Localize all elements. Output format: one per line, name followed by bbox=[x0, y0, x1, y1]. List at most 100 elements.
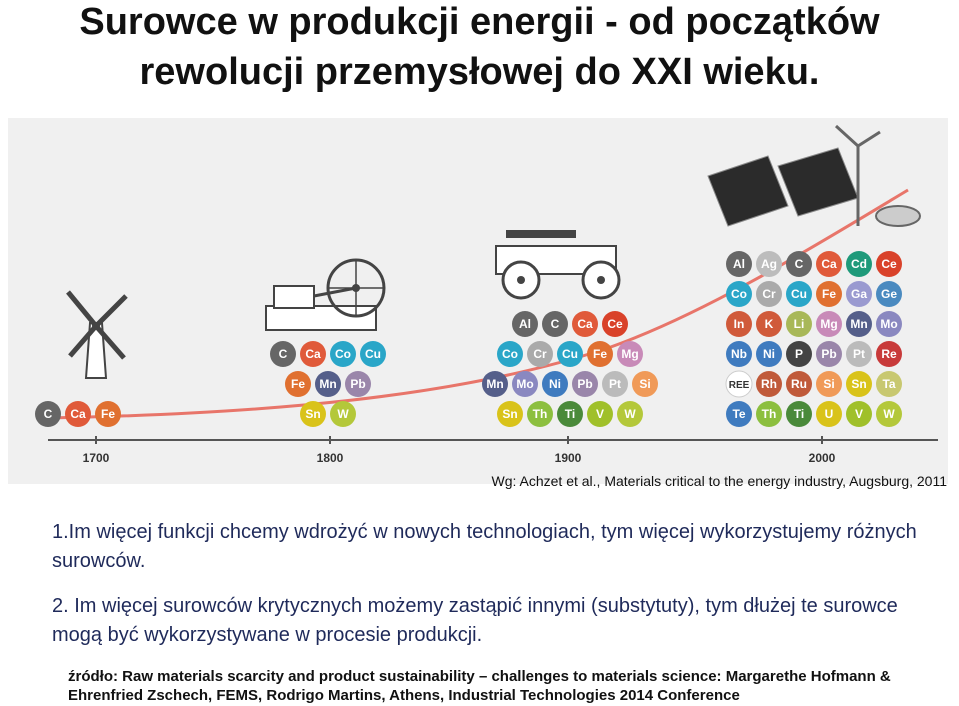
element-symbol: Cu bbox=[365, 347, 381, 361]
element-ca: Ca bbox=[65, 401, 91, 427]
element-symbol: Pb bbox=[577, 377, 592, 391]
element-symbol: Cr bbox=[533, 347, 547, 361]
element-symbol: Ga bbox=[851, 287, 867, 301]
element-ce: Ce bbox=[602, 311, 628, 337]
element-symbol: Sn bbox=[851, 377, 866, 391]
element-symbol: Cr bbox=[762, 287, 776, 301]
element-ru: Ru bbox=[786, 371, 812, 397]
element-sn: Sn bbox=[497, 401, 523, 427]
element-symbol: C bbox=[551, 317, 560, 331]
element-cr: Cr bbox=[527, 341, 553, 367]
element-symbol: K bbox=[765, 317, 774, 331]
element-symbol: Fe bbox=[101, 407, 115, 421]
element-cu: Cu bbox=[557, 341, 583, 367]
element-symbol: Fe bbox=[291, 377, 305, 391]
element-th: Th bbox=[527, 401, 553, 427]
element-symbol: W bbox=[624, 407, 636, 421]
element-mg: Mg bbox=[816, 311, 842, 337]
source-note: Wg: Achzet et al., Materials critical to… bbox=[491, 473, 948, 489]
element-w: W bbox=[330, 401, 356, 427]
element-c: C bbox=[786, 251, 812, 277]
element-symbol: Mn bbox=[486, 377, 503, 391]
element-symbol: Ni bbox=[549, 377, 561, 391]
element-co: Co bbox=[330, 341, 356, 367]
element-symbol: Al bbox=[519, 317, 531, 331]
element-symbol: Si bbox=[823, 377, 834, 391]
element-si: Si bbox=[816, 371, 842, 397]
point-2: 2. Im więcej surowców krytycznych możemy… bbox=[52, 595, 898, 646]
element-fe: Fe bbox=[816, 281, 842, 307]
element-symbol: Fe bbox=[593, 347, 607, 361]
element-sn: Sn bbox=[300, 401, 326, 427]
element-symbol: Te bbox=[732, 407, 745, 421]
element-li: Li bbox=[786, 311, 812, 337]
element-symbol: Mg bbox=[621, 347, 638, 361]
year-label-1800: 1800 bbox=[317, 451, 344, 465]
element-p: P bbox=[786, 341, 812, 367]
element-mg: Mg bbox=[617, 341, 643, 367]
element-mo: Mo bbox=[876, 311, 902, 337]
element-ca: Ca bbox=[816, 251, 842, 277]
element-ga: Ga bbox=[846, 281, 872, 307]
element-symbol: Cu bbox=[562, 347, 578, 361]
element-symbol: C bbox=[795, 257, 804, 271]
element-symbol: Th bbox=[762, 407, 777, 421]
element-co: Co bbox=[726, 281, 752, 307]
element-pb: Pb bbox=[816, 341, 842, 367]
element-symbol: Co bbox=[335, 347, 351, 361]
element-symbol: Mo bbox=[880, 317, 897, 331]
element-c: C bbox=[35, 401, 61, 427]
element-symbol: Ca bbox=[70, 407, 86, 421]
element-symbol: Ge bbox=[881, 287, 897, 301]
element-fe: Fe bbox=[587, 341, 613, 367]
reference-line2: Ehrenfried Zschech, FEMS, Rodrigo Martin… bbox=[68, 687, 740, 704]
element-mn: Mn bbox=[315, 371, 341, 397]
element-ca: Ca bbox=[300, 341, 326, 367]
element-cr: Cr bbox=[756, 281, 782, 307]
element-ti: Ti bbox=[786, 401, 812, 427]
reference-line1: źródło: Raw materials scarcity and produ… bbox=[68, 668, 891, 685]
element-symbol: Ca bbox=[821, 257, 837, 271]
element-th: Th bbox=[756, 401, 782, 427]
element-symbol: Si bbox=[639, 377, 650, 391]
element-k: K bbox=[756, 311, 782, 337]
element-ni: Ni bbox=[542, 371, 568, 397]
element-symbol: Sn bbox=[502, 407, 517, 421]
element-symbol: REE bbox=[729, 380, 750, 391]
element-symbol: In bbox=[734, 317, 745, 331]
element-symbol: Li bbox=[794, 317, 805, 331]
element-symbol: W bbox=[883, 407, 895, 421]
element-symbol: Ni bbox=[763, 347, 775, 361]
element-v: V bbox=[846, 401, 872, 427]
element-symbol: Ru bbox=[791, 377, 807, 391]
element-symbol: Pb bbox=[821, 347, 836, 361]
element-ce: Ce bbox=[876, 251, 902, 277]
element-cu: Cu bbox=[786, 281, 812, 307]
element-symbol: Nb bbox=[731, 347, 747, 361]
element-c: C bbox=[542, 311, 568, 337]
element-symbol: C bbox=[44, 407, 53, 421]
element-ge: Ge bbox=[876, 281, 902, 307]
element-symbol: W bbox=[337, 407, 349, 421]
element-fe: Fe bbox=[285, 371, 311, 397]
element-sn: Sn bbox=[846, 371, 872, 397]
element-symbol: Ca bbox=[577, 317, 593, 331]
element-c: C bbox=[270, 341, 296, 367]
element-symbol: V bbox=[855, 407, 863, 421]
element-symbol: Mo bbox=[516, 377, 533, 391]
year-label-1700: 1700 bbox=[83, 451, 110, 465]
element-co: Co bbox=[497, 341, 523, 367]
element-cu: Cu bbox=[360, 341, 386, 367]
element-symbol: Th bbox=[533, 407, 548, 421]
element-ta: Ta bbox=[876, 371, 902, 397]
element-pb: Pb bbox=[572, 371, 598, 397]
element-pt: Pt bbox=[846, 341, 872, 367]
element-symbol: Mn bbox=[850, 317, 867, 331]
page-title-line1: Surowce w produkcji energii - od początk… bbox=[79, 1, 880, 43]
element-symbol: U bbox=[825, 407, 834, 421]
element-symbol: Ca bbox=[305, 347, 321, 361]
element-w: W bbox=[617, 401, 643, 427]
element-re: Re bbox=[876, 341, 902, 367]
